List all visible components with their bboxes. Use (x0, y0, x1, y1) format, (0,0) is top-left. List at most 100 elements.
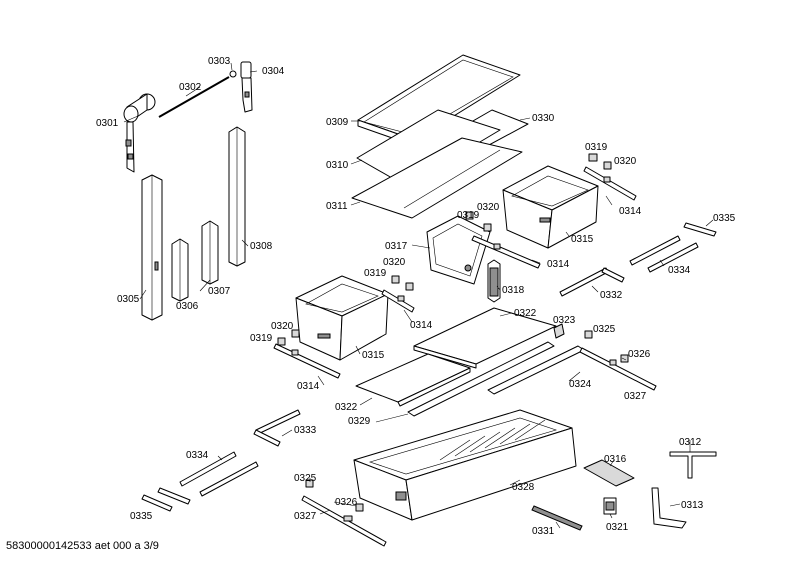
part-0320-clip-d (291, 329, 300, 338)
callout-0303: 0303 (208, 56, 231, 67)
part-0308-post (228, 126, 246, 267)
callout-0314-d: 0314 (297, 381, 320, 392)
callout-0320-d: 0320 (271, 321, 294, 332)
part-0301-hinge (123, 93, 156, 173)
callout-0333: 0333 (294, 425, 317, 436)
part-0312-bracket (669, 451, 717, 479)
callout-0312: 0312 (679, 437, 702, 448)
callout-0315-b: 0315 (362, 350, 385, 361)
part-0314-rail-mid (381, 289, 415, 313)
callout-0329: 0329 (348, 416, 371, 427)
part-0310-shelf (356, 109, 501, 187)
part-0314-rail-center (471, 235, 541, 269)
part-0318-block (487, 259, 501, 303)
part-0317-frame (426, 215, 491, 285)
part-0313-bracket (651, 487, 687, 529)
callout-labels: 0301 0302 0303 0304 0305 0306 0307 0308 … (96, 56, 736, 537)
part-0311-shelf (351, 137, 523, 219)
part-0335-bar-left (141, 487, 191, 512)
callout-0321: 0321 (606, 522, 629, 533)
callout-0307: 0307 (208, 286, 231, 297)
part-0326-clip-a (620, 354, 629, 363)
callout-0335-a: 0335 (713, 213, 736, 224)
callout-0311: 0311 (326, 201, 348, 212)
callout-0314-a: 0314 (619, 206, 642, 217)
callout-0309: 0309 (326, 117, 349, 128)
callout-0305: 0305 (117, 294, 140, 305)
callout-0310: 0310 (326, 160, 349, 171)
callout-0317: 0317 (385, 241, 408, 252)
part-0329-rail-bar (407, 341, 585, 417)
callout-0308: 0308 (250, 241, 273, 252)
part-0335-bar-right (683, 222, 717, 237)
callout-0306: 0306 (176, 301, 199, 312)
part-0333-bracket (253, 409, 301, 447)
callout-0314-c: 0314 (410, 320, 433, 331)
callout-0315-a: 0315 (571, 234, 594, 245)
part-0323-clip (553, 323, 565, 339)
part-0306-post (171, 238, 189, 302)
part-0304-hinge (240, 61, 253, 113)
part-0319-clip-c (391, 275, 400, 284)
crisper-ribs (439, 419, 546, 461)
part-0316-plate (583, 459, 635, 487)
part-0314-rail-lower (273, 343, 341, 379)
callout-0327-b: 0327 (294, 511, 317, 522)
part-0320-clip-c (405, 282, 414, 291)
part-0307-post (201, 220, 219, 285)
part-0321-clip (603, 497, 617, 515)
part-0327-rail-left (301, 495, 387, 547)
callout-0301: 0301 (96, 118, 119, 129)
callout-0319-b: 0319 (457, 210, 480, 221)
part-0331-strip (531, 505, 583, 531)
callout-0313: 0313 (681, 500, 704, 511)
part-0332-bracket (559, 267, 625, 297)
part-0302-pin (158, 76, 230, 118)
callout-0325-b: 0325 (294, 473, 317, 484)
callout-0320-a: 0320 (614, 156, 637, 167)
callout-0304: 0304 (262, 66, 285, 77)
callout-0334-b: 0334 (186, 450, 209, 461)
callout-0314-b: 0314 (547, 259, 570, 270)
callout-0319-c: 0319 (364, 268, 387, 279)
callout-0326-a: 0326 (628, 349, 651, 360)
part-0315-drawer-lower (295, 275, 389, 361)
callout-0325-a: 0325 (593, 324, 616, 335)
callout-0302: 0302 (179, 82, 202, 93)
callout-0326-b: 0326 (335, 497, 358, 508)
part-0320-clip-a (603, 161, 612, 170)
callout-0322-a: 0322 (514, 308, 537, 319)
callout-0330: 0330 (532, 113, 555, 124)
callout-0328: 0328 (512, 482, 535, 493)
part-0315-drawer-upper (502, 165, 599, 249)
part-0334-bar-right (629, 235, 699, 273)
part-0322-panel-upper (413, 307, 557, 369)
callout-0318: 0318 (502, 285, 525, 296)
callout-0320-c: 0320 (383, 257, 406, 268)
part-0319-clip-d (277, 337, 286, 346)
part-0314-rail-upper (583, 166, 637, 201)
part-0334-bar-left (179, 451, 259, 497)
callout-0319-d: 0319 (250, 333, 273, 344)
part-0325-clip-a (584, 330, 593, 339)
part-0322-panel-lower (355, 353, 471, 407)
part-0319-clip-b (465, 211, 474, 220)
callout-0320-b: 0320 (477, 202, 500, 213)
leader-lines (123, 62, 714, 529)
callout-0324: 0324 (569, 379, 592, 390)
part-0320-clip-b (483, 223, 492, 232)
callout-0332: 0332 (600, 290, 623, 301)
part-0324-rail (579, 347, 657, 391)
callout-0327-a: 0327 (624, 391, 647, 402)
part-0328-crisper (353, 409, 577, 521)
part-0305-post (141, 174, 163, 321)
callout-0331: 0331 (532, 526, 555, 537)
part-0326-clip-b (355, 503, 364, 512)
callout-0334-a: 0334 (668, 265, 691, 276)
callout-0322-b: 0322 (335, 402, 358, 413)
callout-0335-b: 0335 (130, 511, 153, 522)
part-0319-clip-a (588, 153, 598, 162)
part-0325-clip-b (305, 479, 314, 488)
